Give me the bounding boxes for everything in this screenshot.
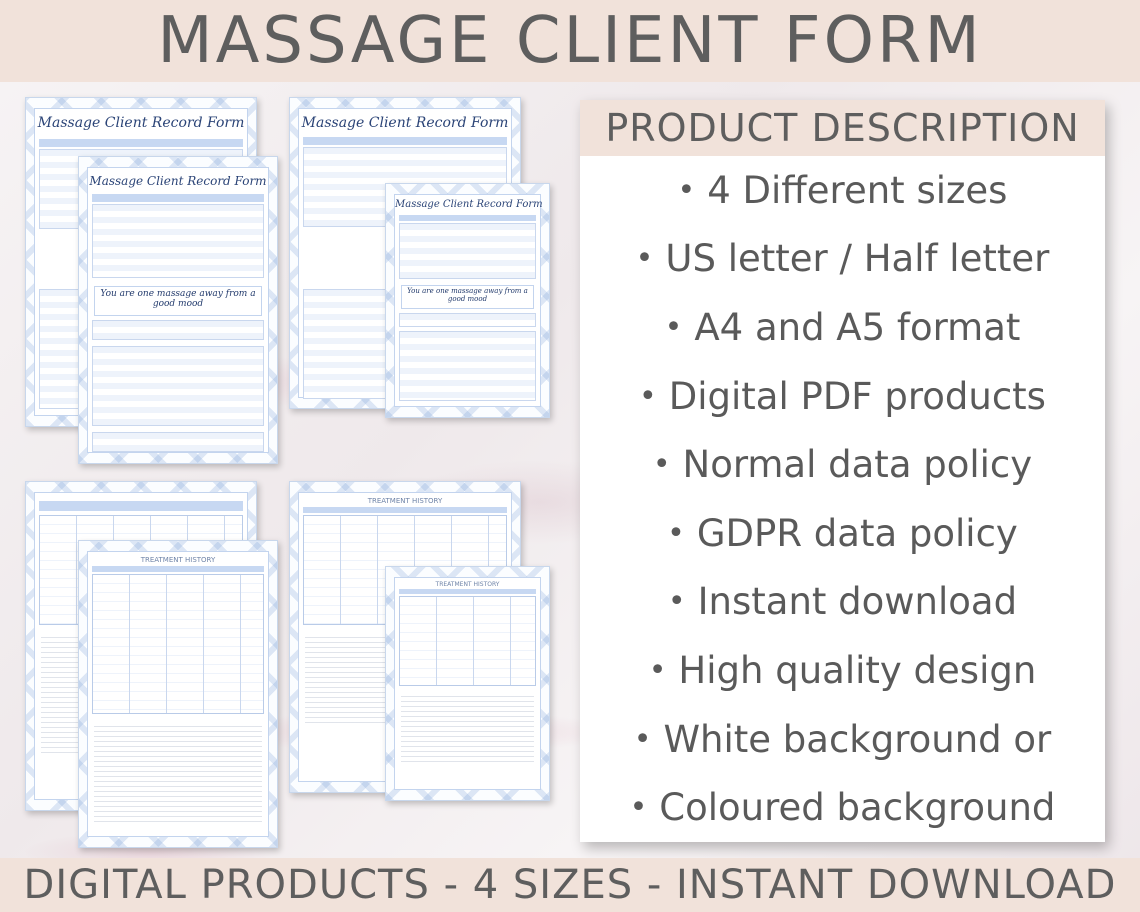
description-item-text: Normal data policy <box>682 443 1033 487</box>
description-item: • Normal data policy <box>580 430 1105 499</box>
questions-rows <box>399 331 536 401</box>
description-list: • 4 Different sizes • US letter / Half let… <box>580 156 1105 842</box>
description-item-text: Coloured background <box>659 786 1056 830</box>
history-title-bar <box>39 501 243 511</box>
description-item: • White background or <box>580 705 1105 774</box>
client-info-bar <box>39 139 243 147</box>
record-form-a5: Massage Client Record Form You are one m… <box>385 183 550 418</box>
conditions-rows <box>92 320 264 340</box>
history-table <box>92 574 264 714</box>
bullet-icon: • <box>633 721 652 757</box>
description-item: • GDPR data policy <box>580 499 1105 568</box>
description-item-text: GDPR data policy <box>696 511 1018 555</box>
product-description-panel: PRODUCT DESCRIPTION • 4 Different sizes •… <box>580 100 1105 842</box>
description-item-text: US letter / Half letter <box>665 237 1050 281</box>
history-form-a5: TREATMENT HISTORY <box>385 566 550 801</box>
conditions-rows <box>399 313 536 327</box>
history-title-bar <box>303 507 507 513</box>
history-table <box>399 596 536 686</box>
record-form-title: Massage Client Record Form <box>89 174 267 188</box>
history-title: TREATMENT HISTORY <box>435 581 500 588</box>
description-item-text: Instant download <box>697 580 1018 624</box>
client-info-rows <box>92 204 264 278</box>
consent-text <box>401 692 534 762</box>
client-info-rows <box>399 223 536 279</box>
bottom-banner: DIGITAL PRODUCTS - 4 SIZES - INSTANT DOW… <box>0 858 1140 912</box>
top-banner: MASSAGE CLIENT FORM <box>0 0 1140 82</box>
bullet-icon: • <box>677 172 696 208</box>
description-item: • US letter / Half letter <box>580 225 1105 294</box>
client-info-bar <box>303 137 507 145</box>
client-info-bar <box>92 194 264 202</box>
bullet-icon: • <box>667 584 686 620</box>
bullet-icon: • <box>664 309 683 345</box>
questions-rows <box>92 346 264 426</box>
description-item: • A4 and A5 format <box>580 293 1105 362</box>
client-info-bar <box>399 215 536 221</box>
history-title: TREATMENT HISTORY <box>367 497 443 505</box>
description-item-text: White background or <box>663 717 1052 761</box>
description-item: • Digital PDF products <box>580 362 1105 431</box>
history-form-half-letter: TREATMENT HISTORY <box>78 540 278 848</box>
bullet-icon: • <box>667 515 685 551</box>
description-header: PRODUCT DESCRIPTION <box>580 100 1105 156</box>
history-title-bar <box>399 589 536 594</box>
quote-box: You are one massage away from a good moo… <box>401 285 534 309</box>
description-item: • Instant download <box>580 568 1105 637</box>
bullet-icon: • <box>648 652 667 688</box>
page-title: MASSAGE CLIENT FORM <box>157 4 983 78</box>
description-item: • High quality design <box>580 636 1105 705</box>
description-item: • 4 Different sizes <box>580 156 1105 225</box>
record-form-title: Massage Client Record Form <box>395 199 543 210</box>
record-form-title: Massage Client Record Form <box>301 115 509 131</box>
record-form-title: Massage Client Record Form <box>37 115 245 131</box>
description-item-text: A4 and A5 format <box>694 305 1021 349</box>
bullet-icon: • <box>635 241 654 277</box>
notes-box <box>92 432 264 452</box>
description-item-text: Digital PDF products <box>668 374 1046 418</box>
record-form-half-letter: Massage Client Record Form You are one m… <box>78 156 278 464</box>
footer-text: DIGITAL PRODUCTS - 4 SIZES - INSTANT DOW… <box>23 862 1117 908</box>
bullet-icon: • <box>639 378 657 414</box>
bullet-icon: • <box>629 790 648 826</box>
description-item-text: 4 Different sizes <box>707 168 1008 212</box>
bullet-icon: • <box>652 447 671 483</box>
consent-text <box>94 722 262 822</box>
history-title-bar <box>92 566 264 572</box>
quote-box: You are one massage away from a good moo… <box>94 286 262 316</box>
description-item-text: High quality design <box>678 648 1037 692</box>
description-item: • Coloured background <box>580 773 1105 842</box>
history-title: TREATMENT HISTORY <box>140 556 216 564</box>
